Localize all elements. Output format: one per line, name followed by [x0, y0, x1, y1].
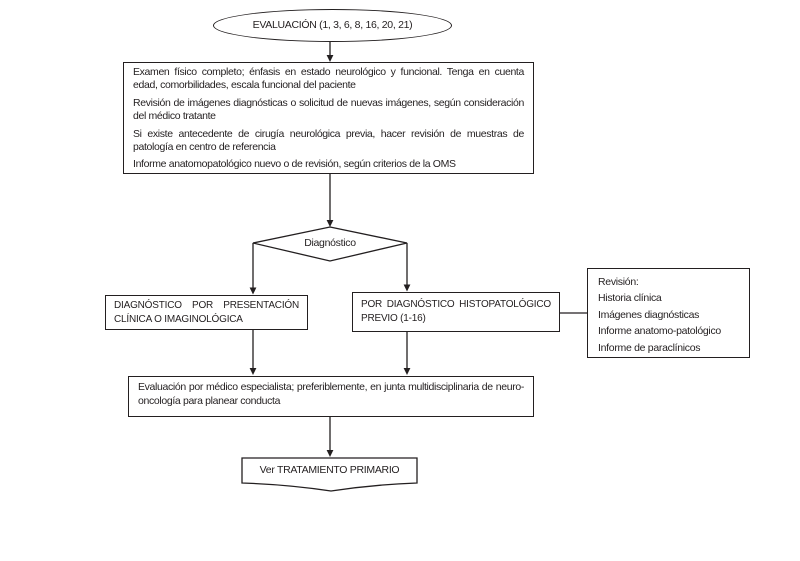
arrowhead-exam-to-decision: [326, 220, 334, 227]
arrowhead-start-to-exam: [326, 55, 334, 62]
exam-paragraph-2: Revisión de imágenes diagnósticas o soli…: [133, 96, 524, 123]
arrowhead-specialist-to-terminator: [326, 450, 334, 457]
branch-right-box: POR DIAGNÓSTICO HISTOPATOLÓGICO PREVIO (…: [352, 292, 560, 332]
terminator-shape: [241, 457, 418, 492]
arrowhead-decision-to-right-branch: [403, 284, 411, 292]
decision-diamond-shape: [252, 226, 408, 262]
exam-box: Examen físico completo; énfasis en estad…: [123, 62, 534, 174]
revision-item-4: Informe de paraclínicos: [598, 341, 701, 354]
exam-paragraph-3: Si existe antecedente de cirugía neuroló…: [133, 127, 524, 154]
specialist-text: Evaluación por médico especialista; pref…: [138, 381, 524, 407]
branch-left-label: DIAGNÓSTICO POR PRESENTACIÓN CLÍNICA O I…: [114, 300, 299, 325]
revision-item-3: Informe anatomo-patológico: [598, 325, 721, 338]
exam-paragraph-1: Examen físico completo; énfasis en estad…: [133, 66, 524, 92]
revision-item-2: Imágenes diagnósticas: [598, 308, 700, 321]
arrowhead-decision-to-left-branch: [249, 287, 257, 295]
start-label: EVALUACIÓN (1, 3, 6, 8, 16, 20, 21): [252, 18, 413, 31]
revision-title: Revisión:: [598, 276, 639, 288]
arrowhead-left-branch-to-specialist: [249, 368, 257, 375]
decision-label: Diagnóstico: [304, 237, 356, 249]
revision-box: Revisión: Historia clínica Imágenes diag…: [587, 268, 750, 358]
branch-right-label: POR DIAGNÓSTICO HISTOPATOLÓGICO PREVIO (…: [361, 299, 551, 324]
terminator-label: Ver TRATAMIENTO PRIMARIO: [259, 464, 400, 476]
arrowhead-right-branch-to-specialist: [403, 368, 411, 375]
specialist-box: Evaluación por médico especialista; pref…: [128, 376, 534, 417]
branch-left-box: DIAGNÓSTICO POR PRESENTACIÓN CLÍNICA O I…: [105, 295, 308, 330]
exam-paragraph-4: Informe anatomopatológico nuevo o de rev…: [133, 158, 456, 171]
start-node: EVALUACIÓN (1, 3, 6, 8, 16, 20, 21): [213, 9, 452, 42]
revision-item-1: Historia clínica: [598, 292, 662, 305]
